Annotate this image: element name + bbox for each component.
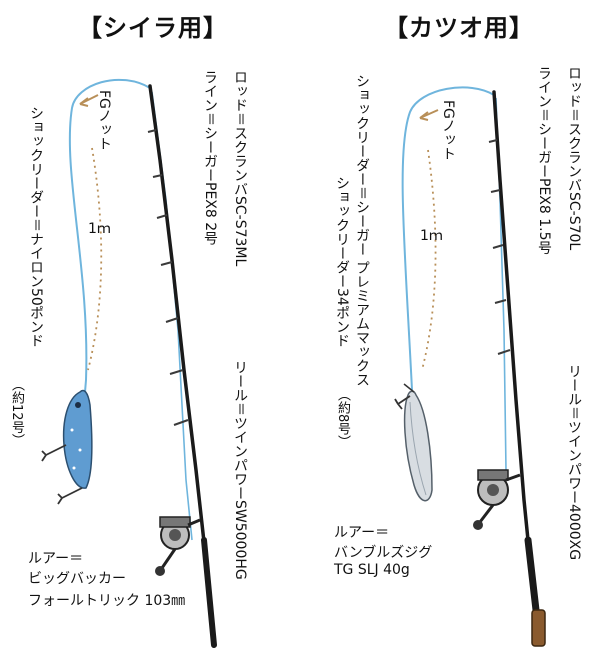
left-leader-note: （約12号） — [9, 378, 24, 447]
left-lure-name-2: フォールトリック 103㎜ — [28, 593, 186, 609]
right-line-spec: ライン＝シーガーPEX8 1.5号 — [536, 66, 552, 255]
right-lure-name-2: TG SLJ 40g — [334, 562, 410, 578]
left-lure — [41, 389, 93, 505]
right-reel — [473, 469, 521, 530]
left-reel-spec: リール＝ツインパワーSW5000HG — [232, 360, 248, 580]
right-rig — [394, 86, 546, 647]
right-lure — [394, 383, 433, 502]
right-rod — [492, 90, 534, 582]
right-knot-label: FGノット — [440, 100, 456, 161]
left-length-label: 1ｍ — [88, 221, 111, 237]
left-line-spec: ライン＝シーガーPEX8 2号 — [202, 70, 218, 246]
left-panel-title: 【シイラ用】 — [78, 14, 228, 42]
left-leader-spec: ショックリーダー＝ナイロン50ポンド — [28, 106, 44, 348]
left-lure-name-1: ビッグバッカー — [28, 571, 126, 587]
left-rod-handle — [201, 537, 217, 648]
left-lure-label: ルアー＝ — [28, 551, 84, 567]
right-rod-spec: ロッド＝スクランバSC-S70L — [566, 66, 582, 251]
right-leader-spec-2: ショックリーダー34ポンド — [334, 176, 350, 348]
right-leader-spec-1: ショックリーダー＝シーガー プレミアムマックス — [354, 74, 370, 387]
right-rod-guides — [488, 139, 511, 355]
right-reel-spec: リール＝ツインパワー4000XG — [566, 364, 582, 561]
left-rod-spec: ロッド＝スクランバSC-S73ML — [232, 70, 248, 267]
left-knot-label: FGノット — [96, 90, 112, 151]
right-lure-label: ルアー＝ — [334, 525, 390, 541]
left-reel — [155, 516, 201, 576]
left-rig — [41, 78, 217, 648]
right-rod-handle — [524, 536, 540, 614]
right-fishing-line — [401, 86, 495, 391]
right-panel-title: 【カツオ用】 — [384, 14, 534, 42]
right-leader-note: （約8号） — [335, 388, 350, 449]
right-length-label: 1ｍ — [420, 228, 443, 244]
right-rod-grip — [531, 609, 546, 647]
left-fishing-line — [68, 78, 151, 393]
left-rod-guides — [147, 129, 189, 426]
left-length-indicator — [87, 147, 103, 371]
right-lure-name-1: バンブルズジグ — [334, 545, 433, 561]
right-length-indicator — [421, 149, 437, 371]
left-line-on-rod — [151, 91, 193, 541]
